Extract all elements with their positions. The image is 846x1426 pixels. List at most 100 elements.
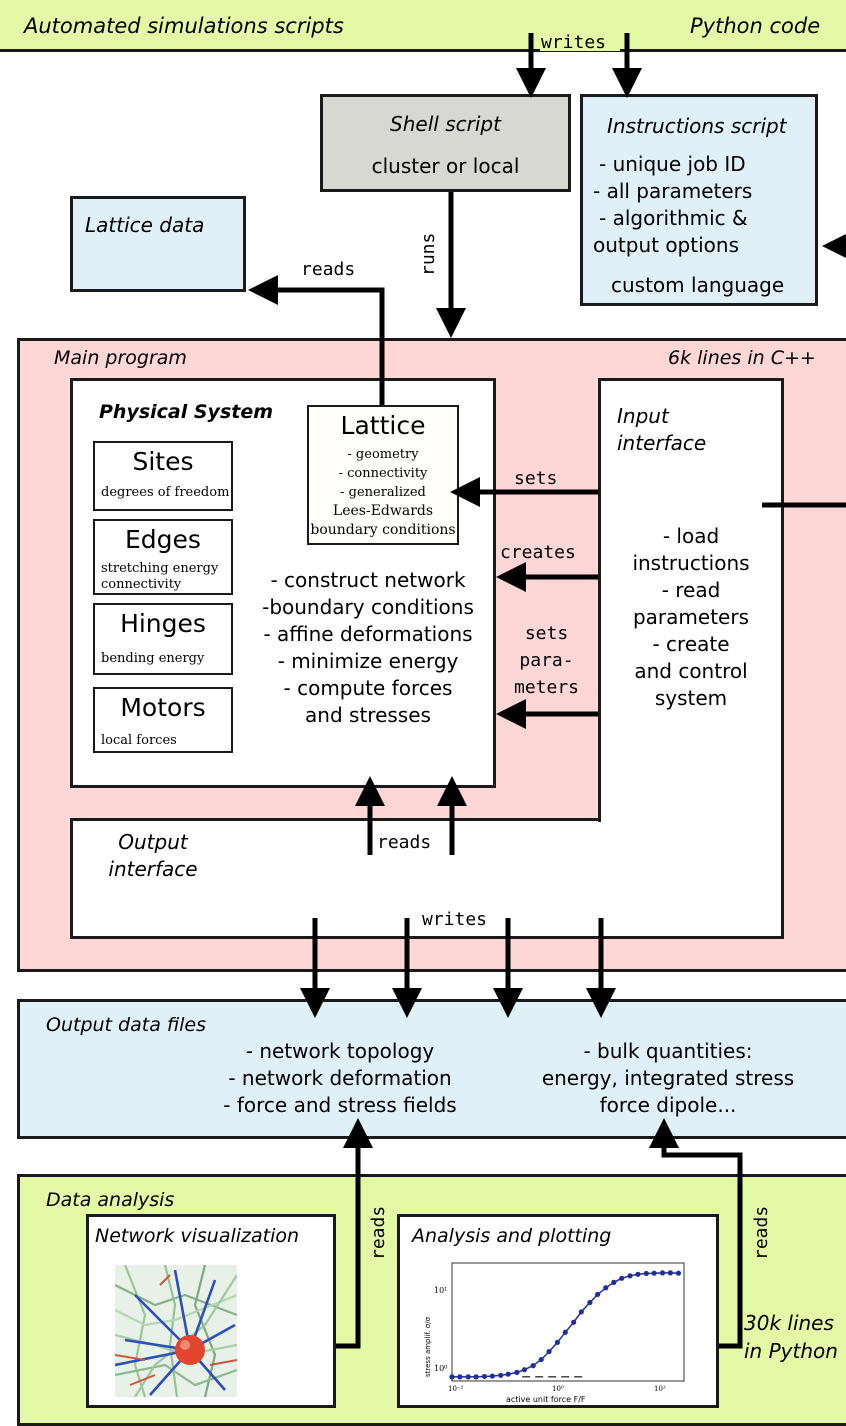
data-point [594,1291,601,1298]
plot-frame [451,1262,685,1382]
reads-plot-arrow [649,1117,743,1349]
lattice-items: - geometry - connectivity - generalized … [309,445,457,540]
network-vis-title: Network visualization [95,1225,300,1247]
stress-amplification-chart: 10¹ 10⁰ 10⁻² 10⁰ 10² active unit force F… [424,1262,685,1404]
input-interface-title: Input interface [617,403,706,457]
data-point [521,1367,528,1373]
data-point [489,1373,495,1379]
input-interface-box: Input interface - load instructions - re… [598,378,784,822]
component-desc-line: stretching energy [101,561,219,576]
y-tick-label: 10⁰ [434,1364,447,1373]
component-sites: Sites degrees of freedom [93,441,233,511]
component-hinges: Hinges bending energy [93,603,233,675]
data-point [530,1363,536,1369]
input-interface-item: - create [652,632,730,656]
creates-label: creates [500,542,576,563]
x-axis-label: active unit force F/F [506,1395,586,1404]
reads-lattice-arrow [247,275,385,405]
output-data-item: - network deformation [228,1066,452,1090]
lattice-item: - geometry [347,447,419,462]
lattice-item: Lees-Edwards [332,503,434,519]
input-interface-item: system [654,686,728,710]
sets-label: sets [514,468,558,489]
function-item: - affine deformations [263,622,473,646]
data-point [619,1275,625,1281]
output-data-item: force dipole... [599,1093,737,1117]
output-data-item: - network topology [245,1039,435,1063]
writes-output-label: writes [422,909,488,930]
x-tick-label: 10² [654,1385,666,1393]
instructions-item: - unique job ID [599,152,746,176]
function-item: and stresses [305,703,431,727]
data-point [675,1270,682,1276]
lattice-data-title: Lattice data [85,213,205,237]
data-point [473,1374,479,1380]
network-visualization-box: Network visualization [86,1214,336,1408]
data-point [538,1356,544,1363]
output-interface-title: Output interface [95,829,211,883]
output-interface-title-line: Output [118,830,188,854]
data-point [635,1271,641,1277]
main-program-title: Main program [54,347,187,369]
reads-vis-arrow [336,1117,373,1349]
analysis-plotting-title: Analysis and plotting [412,1225,612,1247]
data-point [465,1374,471,1380]
data-point [554,1339,561,1345]
input-interface-title-line: interface [617,431,707,455]
component-name: Edges [125,525,201,554]
component-name: Sites [132,447,194,476]
output-data-left: - network topology - network deformation… [190,1038,490,1119]
automation-bar: Automated simulations scripts Python cod… [0,0,846,52]
y-tick-label: 10¹ [434,1286,447,1295]
lattice-data-box: Lattice data [70,196,246,292]
output-data-title: Output data files [46,1014,207,1036]
input-interface-item: parameters [632,605,749,629]
component-edges: Edges stretching energy connectivity [93,519,233,595]
input-interface-item: - load [662,524,720,548]
main-program-size: 6k lines in C++ [668,347,816,369]
input-interface-item: instructions [632,551,750,575]
data-point [627,1273,633,1279]
data-point [571,1319,577,1325]
reads-output-label: reads [377,832,432,853]
input-interface-item: - read [661,578,721,602]
function-item: -boundary conditions [262,595,474,619]
data-point [505,1371,511,1377]
data-point [667,1270,674,1276]
network-render-image [115,1265,237,1397]
lattice-item: - generalized [340,485,426,500]
data-point [587,1299,593,1306]
component-desc: stretching energy connectivity [101,561,218,593]
output-data-item: - force and stress fields [223,1093,457,1117]
instructions-footer: custom language [611,273,785,297]
instructions-item: - all parameters [593,179,753,203]
data-analysis-size-line: 30k lines [744,1311,834,1335]
component-motors: Motors local forces [93,687,233,753]
interface-seam [601,800,781,824]
input-interface-title-line: Input [617,404,669,428]
function-item: - construct network [270,568,466,592]
data-point [603,1285,609,1291]
data-point [481,1373,488,1380]
component-desc: degrees of freedom [101,485,230,500]
component-desc: local forces [101,733,177,748]
output-interface-title-line: interface [108,857,198,881]
output-data-files-box: Output data files - network topology - n… [17,999,846,1139]
data-point [659,1270,666,1276]
component-desc: bending energy [101,651,205,666]
data-point [578,1309,584,1315]
data-analysis-title: Data analysis [46,1189,175,1211]
data-point [643,1270,649,1277]
instructions-script-box: Instructions script - unique job ID - al… [580,94,818,306]
lattice-title: Lattice [340,411,426,440]
lattice-item: boundary conditions [310,522,456,538]
function-item: - compute forces [283,676,453,700]
python-code-label: Python code [690,14,821,38]
lattice-item: - connectivity [338,466,428,481]
data-point [514,1369,520,1375]
y-axis-label: stress amplif. σ/σ [424,1316,432,1377]
writes-label-top: writes [541,32,607,53]
physical-system-functions: - construct network -boundary conditions… [243,567,493,729]
output-data-item: energy, integrated stress [541,1066,795,1090]
output-data-item: - bulk quantities: [583,1039,753,1063]
